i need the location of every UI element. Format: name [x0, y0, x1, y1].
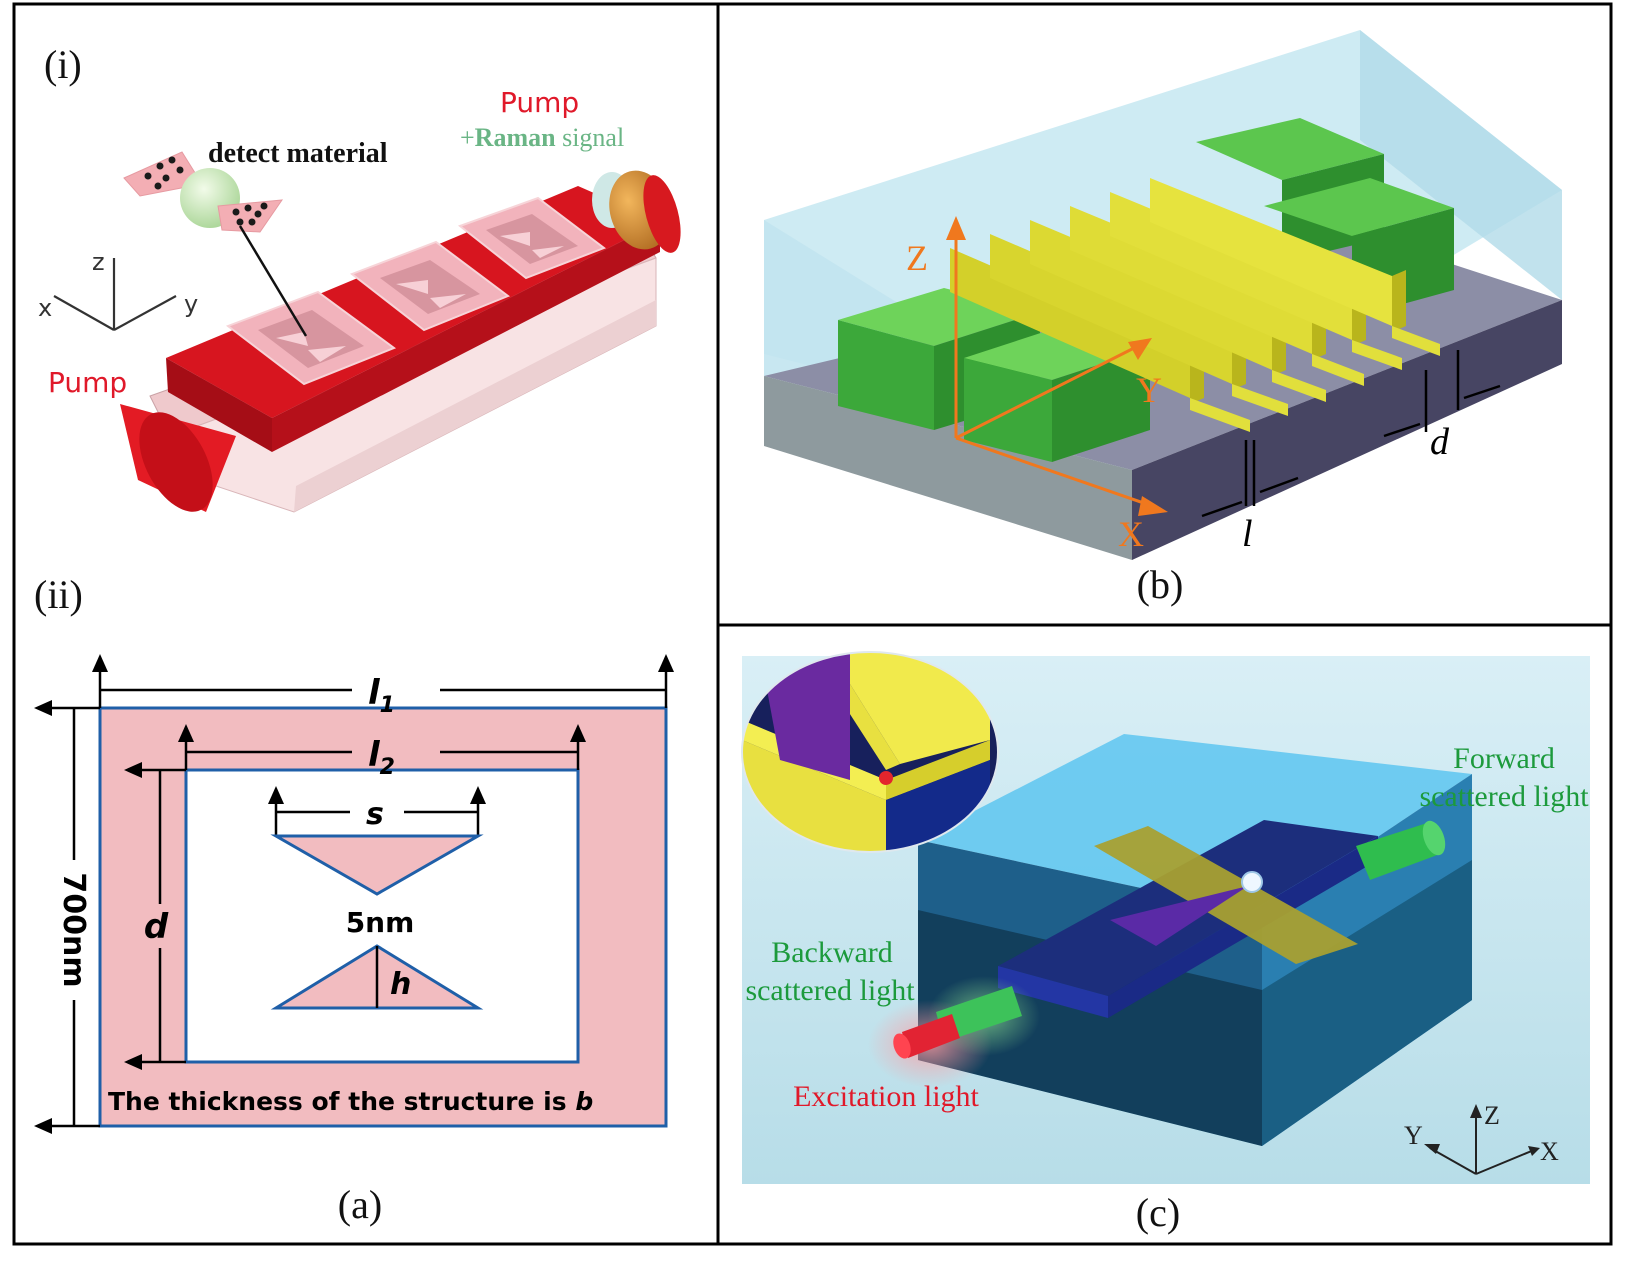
axis-x-b: X: [1118, 514, 1144, 554]
red-waveguide-front: [272, 222, 660, 452]
axis-x-label: x: [38, 294, 52, 322]
nanostructure-3: [457, 196, 607, 280]
dimension-arrows-ii: [40, 660, 668, 1128]
figure-frame: [12, 2, 1613, 1246]
caption-a: (a): [338, 1182, 382, 1227]
l2-label: l2: [368, 735, 395, 780]
excitation-label: Excitation light: [793, 1080, 979, 1113]
forward-label-line2: scattered light: [1419, 780, 1589, 813]
caption-c: (c): [1136, 1190, 1180, 1235]
panel-b: Z Y X l d (b): [764, 30, 1562, 607]
panel-c: Forward scattered light Backward scatter…: [741, 651, 1590, 1235]
bowtie-top-triangle: [270, 834, 484, 896]
waveguide-base-end: [294, 300, 656, 512]
c-waveguide-front: [998, 966, 1108, 1018]
height-700nm-label: 700nm: [56, 872, 91, 987]
red-waveguide-side: [166, 358, 272, 452]
dimension-arrowheads-ii: [34, 654, 674, 1134]
gold-fins: [950, 178, 1440, 432]
forward-beam: [1356, 822, 1440, 880]
excitation-beam: [902, 1014, 960, 1058]
detect-material-molecule: [123, 151, 308, 337]
c-box-top: [918, 734, 1472, 914]
h-label: h: [390, 967, 411, 1002]
thickness-label: The thickness of the structure is b: [108, 1087, 593, 1116]
forward-label-line1: Forward: [1453, 742, 1555, 775]
axes-c: [1429, 1112, 1535, 1175]
caption-b: (b): [1137, 562, 1184, 607]
pump-input-cone: [120, 404, 236, 512]
axis-y-b: Y: [1136, 370, 1162, 410]
gap-label: 5nm: [346, 906, 415, 939]
c-purple-triangle: [1110, 886, 1248, 946]
substrate-left-face: [764, 376, 1132, 560]
pump-output-label: Pump: [500, 86, 579, 119]
nanostructure-2: [349, 240, 511, 332]
axis-z-b: Z: [906, 238, 928, 278]
axes-b: [954, 226, 1159, 510]
sub-label-i: (i): [44, 42, 82, 87]
panel-a-i: (i): [38, 42, 681, 513]
substrate-right-face: [1132, 300, 1562, 560]
s-label: s: [366, 797, 384, 832]
l1-label: l1: [368, 673, 395, 718]
c-hotspot: [1241, 871, 1263, 893]
axes-i: [53, 258, 177, 331]
fin-6: [1150, 178, 1440, 356]
d-label: d: [144, 907, 169, 947]
cladding-right: [1360, 30, 1562, 300]
backward-label-line2: scattered light: [745, 974, 915, 1007]
axes-c-arrowheads: [1424, 1104, 1540, 1156]
axis-y-c: Y: [1404, 1121, 1423, 1150]
backward-label-line1: Backward: [771, 936, 893, 969]
panel-a-ii: (ii): [34, 572, 674, 1227]
raman-signal-label: +Raman signal: [460, 123, 624, 152]
pump-output-cone: [592, 170, 681, 253]
nanostructure-1: [225, 290, 397, 386]
axis-z-c: Z: [1484, 1101, 1500, 1130]
dimension-markers-b: [1201, 350, 1501, 518]
dim-l-label: l: [1242, 513, 1253, 555]
backward-beam: [936, 986, 1022, 1042]
c-box-darkpart-right: [1262, 860, 1472, 1146]
axis-y-label: y: [184, 290, 198, 318]
pump-input-label: Pump: [48, 366, 127, 399]
axis-x-c: X: [1540, 1137, 1559, 1166]
sub-label-ii: (ii): [34, 572, 83, 617]
axis-z-label: z: [92, 248, 105, 276]
frame-structure: [100, 708, 666, 1126]
dim-d-label: d: [1430, 421, 1450, 463]
axes-b-arrowheads: [946, 216, 1168, 516]
detect-material-label: detect material: [208, 138, 388, 169]
